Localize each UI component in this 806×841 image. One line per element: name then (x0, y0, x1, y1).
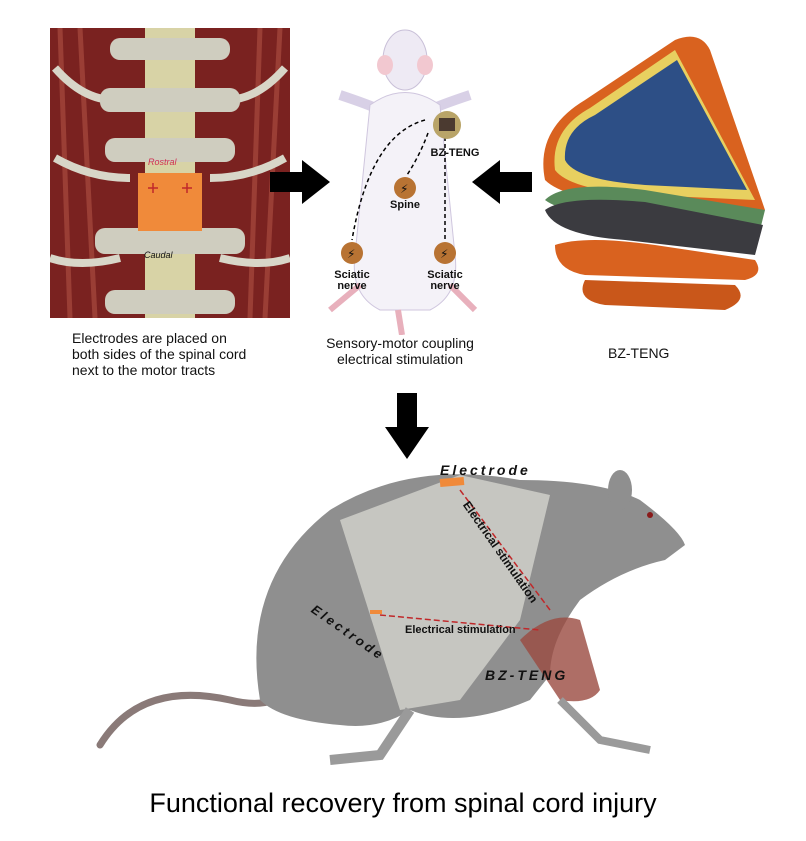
teng-caption: BZ-TENG (608, 345, 670, 361)
rat-side-illustration (96, 470, 685, 765)
rostral-label: Rostral (148, 157, 177, 167)
rat-top-caption: Sensory-motor coupling electrical stimul… (310, 335, 490, 367)
teng-label-top: BZ-TENG (430, 147, 480, 159)
figure-title: Functional recovery from spinal cord inj… (149, 788, 657, 818)
label-line: nerve (430, 280, 460, 292)
label-line: Sciatic (427, 269, 463, 281)
lightning-icon: ⚡ (400, 182, 408, 196)
arrow-down-icon (385, 393, 429, 459)
stimulation-low-label: Electrical stimulation (405, 624, 516, 636)
electrode-top-label: Electrode (440, 462, 531, 478)
label-line: Sciatic (334, 269, 370, 281)
caption-line: Electrodes are placed on (72, 330, 227, 346)
caption-line: Sensory-motor coupling (326, 335, 474, 351)
teng-device-illustration (543, 36, 765, 310)
caption-line: next to the motor tracts (72, 362, 216, 378)
spine-label: Spine (390, 199, 420, 211)
caption-line: both sides of the spinal cord (72, 346, 247, 362)
teng-side-label: BZ-TENG (485, 667, 569, 683)
lightning-icon: ⚡ (347, 247, 355, 261)
lightning-icon: ⚡ (440, 247, 448, 261)
arrow-right-icon (270, 160, 330, 204)
arrow-left-icon (472, 160, 532, 204)
spine-caption: Electrodes are placed on both sides of t… (72, 330, 246, 378)
label-line: nerve (337, 280, 367, 292)
spine-illustration (50, 28, 290, 318)
caption-line: electrical stimulation (336, 351, 464, 367)
caudal-label: Caudal (144, 250, 173, 260)
rat-top-illustration: ⚡ ⚡ ⚡ (328, 29, 478, 335)
